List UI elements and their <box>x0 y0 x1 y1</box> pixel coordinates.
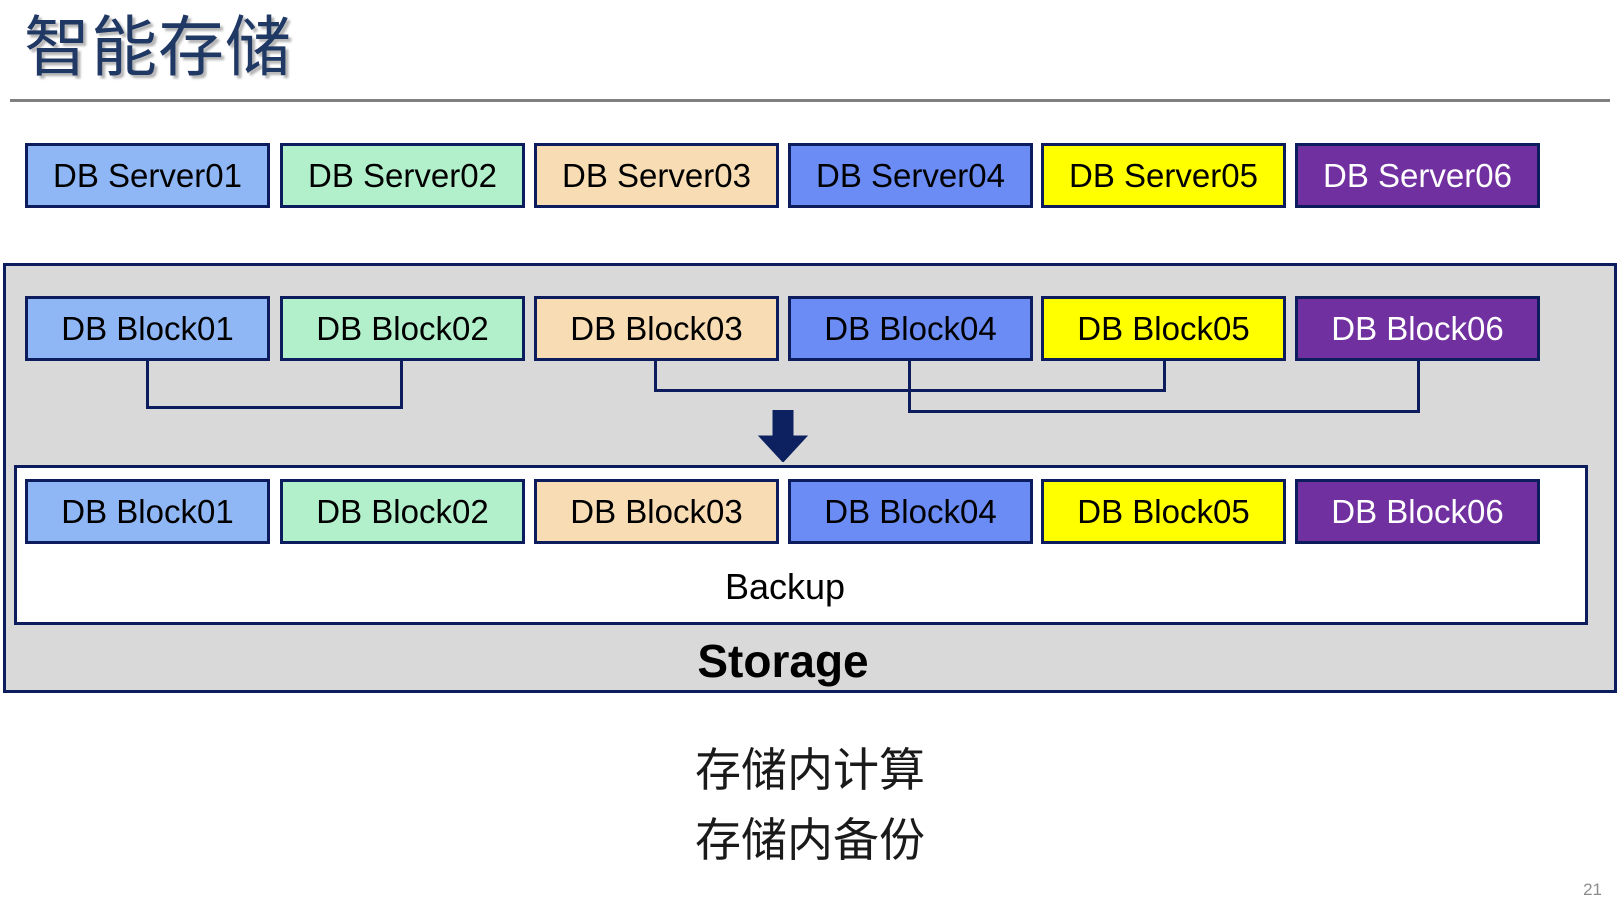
db-block-backup-label: DB Block05 <box>1077 493 1250 530</box>
db-block-live-4[interactable]: DB Block04 <box>788 296 1033 361</box>
down-arrow-icon <box>757 409 809 463</box>
db-block-backup-4[interactable]: DB Block04 <box>788 479 1033 544</box>
db-server-label: DB Server01 <box>53 157 242 194</box>
connector-drop-b4 <box>908 361 911 413</box>
caption-line-2: 存储内备份 <box>695 814 925 866</box>
db-block-backup-5[interactable]: DB Block05 <box>1041 479 1286 544</box>
connector-bar-a <box>146 406 403 409</box>
db-server-3[interactable]: DB Server03 <box>534 143 779 208</box>
db-server-label: DB Server03 <box>562 157 751 194</box>
caption-line-1: 存储内计算 <box>695 744 925 796</box>
page-number: 21 <box>1583 880 1602 899</box>
db-server-label: DB Server04 <box>816 157 1005 194</box>
db-block-backup-label: DB Block04 <box>824 493 997 530</box>
db-server-4[interactable]: DB Server04 <box>788 143 1033 208</box>
db-block-backup-label: DB Block02 <box>316 493 489 530</box>
db-block-live-5[interactable]: DB Block05 <box>1041 296 1286 361</box>
connector-bar-c <box>908 410 1420 413</box>
db-block-backup-6[interactable]: DB Block06 <box>1295 479 1540 544</box>
db-server-label: DB Server02 <box>308 157 497 194</box>
page-title: 智能存储 <box>24 10 292 84</box>
connector-drop-b3 <box>654 361 657 392</box>
db-block-live-label: DB Block04 <box>824 310 997 347</box>
db-block-live-label: DB Block01 <box>61 310 234 347</box>
db-block-backup-label: DB Block03 <box>570 493 743 530</box>
db-server-5[interactable]: DB Server05 <box>1041 143 1286 208</box>
connector-drop-b5 <box>1163 361 1166 392</box>
db-block-backup-label: DB Block06 <box>1331 493 1504 530</box>
backup-label: Backup <box>724 566 846 607</box>
db-server-6[interactable]: DB Server06 <box>1295 143 1540 208</box>
storage-label: Storage <box>697 635 869 687</box>
db-block-live-3[interactable]: DB Block03 <box>534 296 779 361</box>
db-block-backup-3[interactable]: DB Block03 <box>534 479 779 544</box>
db-server-1[interactable]: DB Server01 <box>25 143 270 208</box>
connector-drop-b2 <box>400 361 403 409</box>
connector-drop-b6 <box>1417 361 1420 413</box>
db-block-backup-1[interactable]: DB Block01 <box>25 479 270 544</box>
db-block-live-label: DB Block03 <box>570 310 743 347</box>
db-server-2[interactable]: DB Server02 <box>280 143 525 208</box>
db-block-backup-label: DB Block01 <box>61 493 234 530</box>
title-divider <box>10 99 1610 102</box>
connector-drop-b1 <box>146 361 149 409</box>
db-block-live-2[interactable]: DB Block02 <box>280 296 525 361</box>
db-block-live-label: DB Block05 <box>1077 310 1250 347</box>
db-block-live-label: DB Block06 <box>1331 310 1504 347</box>
db-block-live-6[interactable]: DB Block06 <box>1295 296 1540 361</box>
db-block-live-1[interactable]: DB Block01 <box>25 296 270 361</box>
db-server-label: DB Server05 <box>1069 157 1258 194</box>
db-block-live-label: DB Block02 <box>316 310 489 347</box>
db-server-label: DB Server06 <box>1323 157 1512 194</box>
db-block-backup-2[interactable]: DB Block02 <box>280 479 525 544</box>
